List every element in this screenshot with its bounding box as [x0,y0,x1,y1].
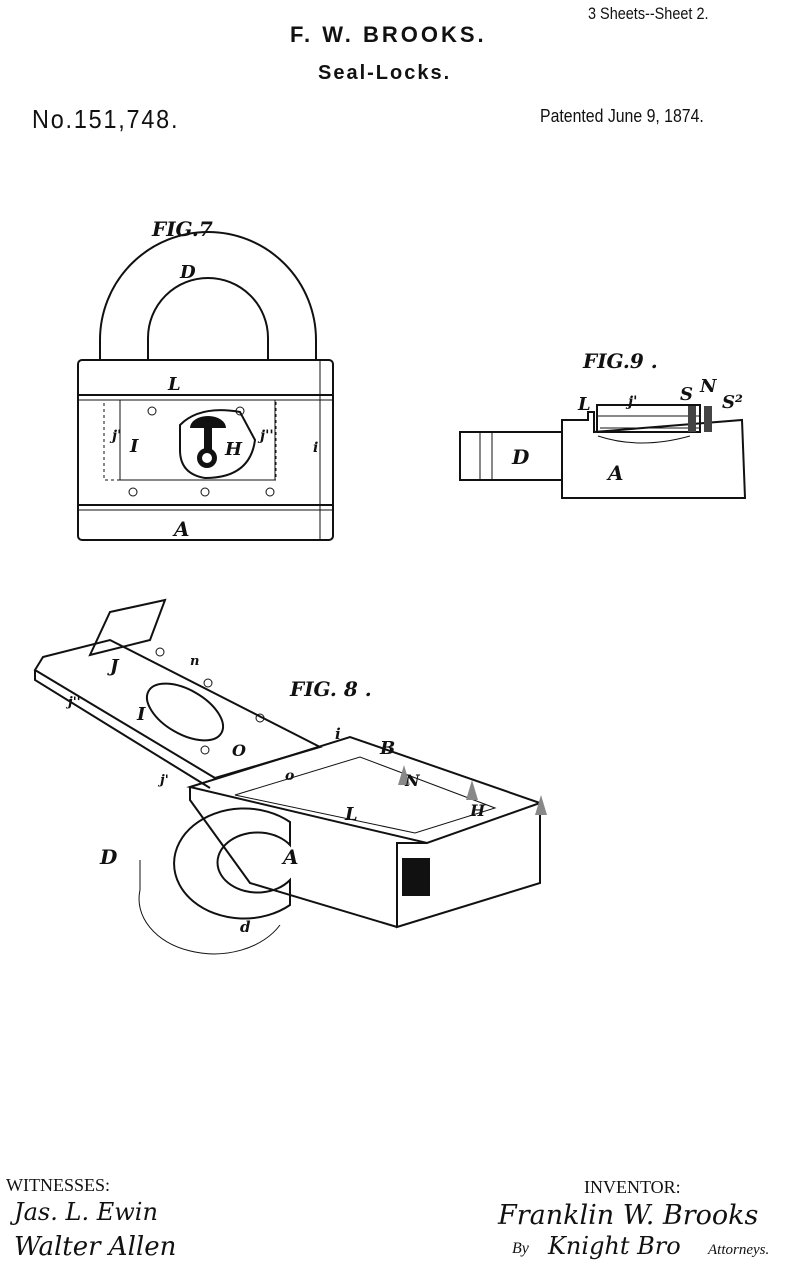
label-j1: j' [625,394,637,410]
label-B: B [379,738,395,759]
inventor-signature: Franklin W. Brooks [498,1200,759,1231]
shackle-section [459,431,563,481]
seal-box [88,598,167,657]
fig7-title: FIG.7 [151,217,213,241]
witness-signature-2: Walter Allen [14,1232,177,1262]
label-o: o [285,768,294,784]
label-i: i [313,440,318,456]
label-S: S [680,384,693,405]
label-j1: j' [157,773,169,788]
attorneys-label: Attorneys. [708,1242,770,1258]
label-A: A [606,461,624,485]
lock-body-section [561,411,747,499]
label-H: H [469,801,486,820]
body-front-face [189,787,398,928]
label-j1: j' [109,428,121,444]
patent-title: Seal-Locks. [318,62,452,84]
shackle [173,807,291,920]
label-D: D [511,445,530,469]
label-N: N [404,771,421,790]
figure-9: FIG.9 . L j' S N S² D A [459,349,747,499]
keyhole-icon [190,416,226,452]
label-I: I [136,704,146,725]
label-O: O [232,741,246,760]
lid-window [146,682,224,742]
label-S2: S² [722,392,743,413]
label-L: L [167,374,181,395]
witness-signature-1: Jas. L. Ewin [14,1198,158,1226]
escutcheon [179,409,257,480]
label-i: i [335,725,341,743]
label-L: L [577,394,591,415]
label-n: n [190,654,199,669]
label-j2: j'' [65,695,81,710]
keyhole-slot [402,858,430,896]
inventor-name: F. W. BROOKS. [290,22,487,47]
label-H: H [224,439,243,460]
label-A: A [281,845,299,869]
fig9-title: FIG.9 . [582,349,658,373]
label-j2: j'' [257,428,274,444]
lid-edge [34,670,211,789]
label-J: J [107,656,120,677]
label-L: L [344,804,358,825]
attorney-signature: Knight Bro [548,1232,681,1260]
patent-date: Patented June 9, 1874. [540,106,704,126]
label-D: D [99,845,118,869]
shackle-inner [147,277,269,360]
sheet-number: 3 Sheets--Sheet 2. [588,4,709,23]
shackle-outer [99,231,317,360]
patent-number: No.151,748. [32,104,180,134]
figure-8: FIG. 8 . J n I j'' j' O i B o N H L D A … [33,598,547,955]
label-D: D [179,262,196,283]
figure-7: FIG.7 D L I H j' j'' i A [77,217,334,541]
patent-drawings: FIG.7 D L I H j' j'' i A FIG.9 . L j' [33,217,747,955]
lock-body [77,359,334,541]
label-I: I [129,436,139,457]
label-d: d [240,918,251,936]
by-label: By [512,1240,529,1257]
label-N: N [699,376,718,397]
seal-plate [119,399,276,481]
label-A: A [172,517,190,541]
fig8-title: FIG. 8 . [289,677,372,701]
inventor-label: INVENTOR: [584,1177,681,1197]
witnesses-label: WITNESSES: [6,1175,111,1195]
